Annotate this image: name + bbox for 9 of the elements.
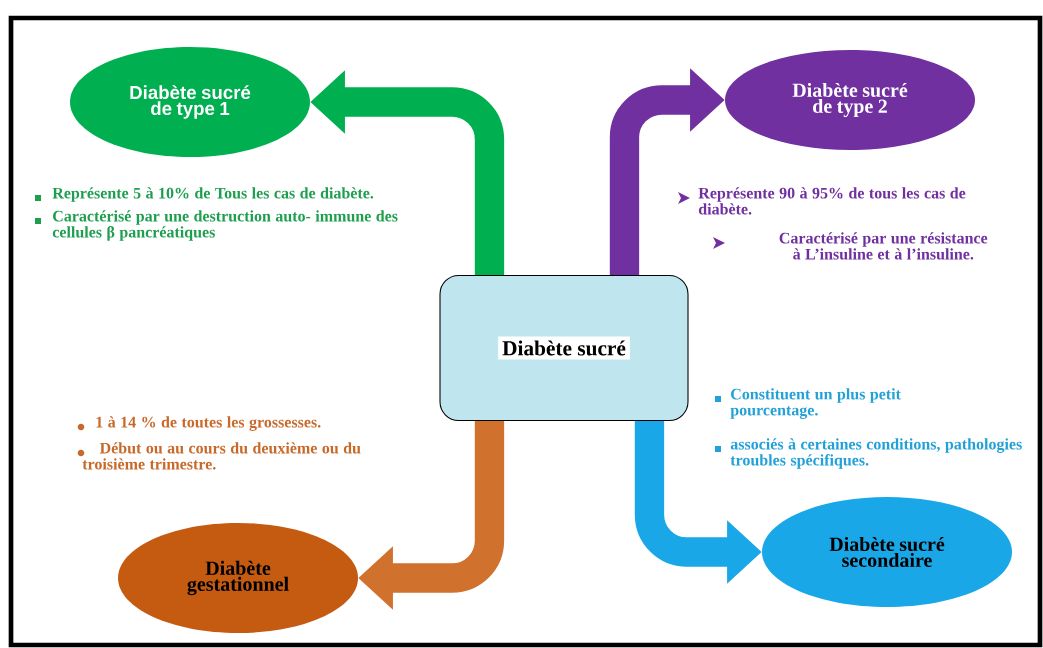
bullet-text: 1 à 14 % de toutes les grossesses. xyxy=(77,416,321,431)
center-box: Diabète sucré xyxy=(439,274,689,422)
bullet-text: associés à certaines conditions, pathologies troubles spécifiques. xyxy=(715,438,1022,469)
bullet-text: Représente 90 à 95% de tous les cas de diabète. xyxy=(678,187,966,215)
bullet-text: Représente 5 à 10% de Tous les cas de diabète. xyxy=(35,187,374,202)
bullet-text: Début ou au cours du deuxième ou du troisième trimestre. xyxy=(77,442,361,470)
bullet-text: Caractérisé par une destruction auto- immune des cellules β pancréatiques xyxy=(35,210,398,241)
bullet-text: Caractérisé par une résistance à L’insuline et à l’insuline. xyxy=(713,232,988,260)
bullet-text: Constituent un plus petit pourcentage. xyxy=(715,388,901,419)
